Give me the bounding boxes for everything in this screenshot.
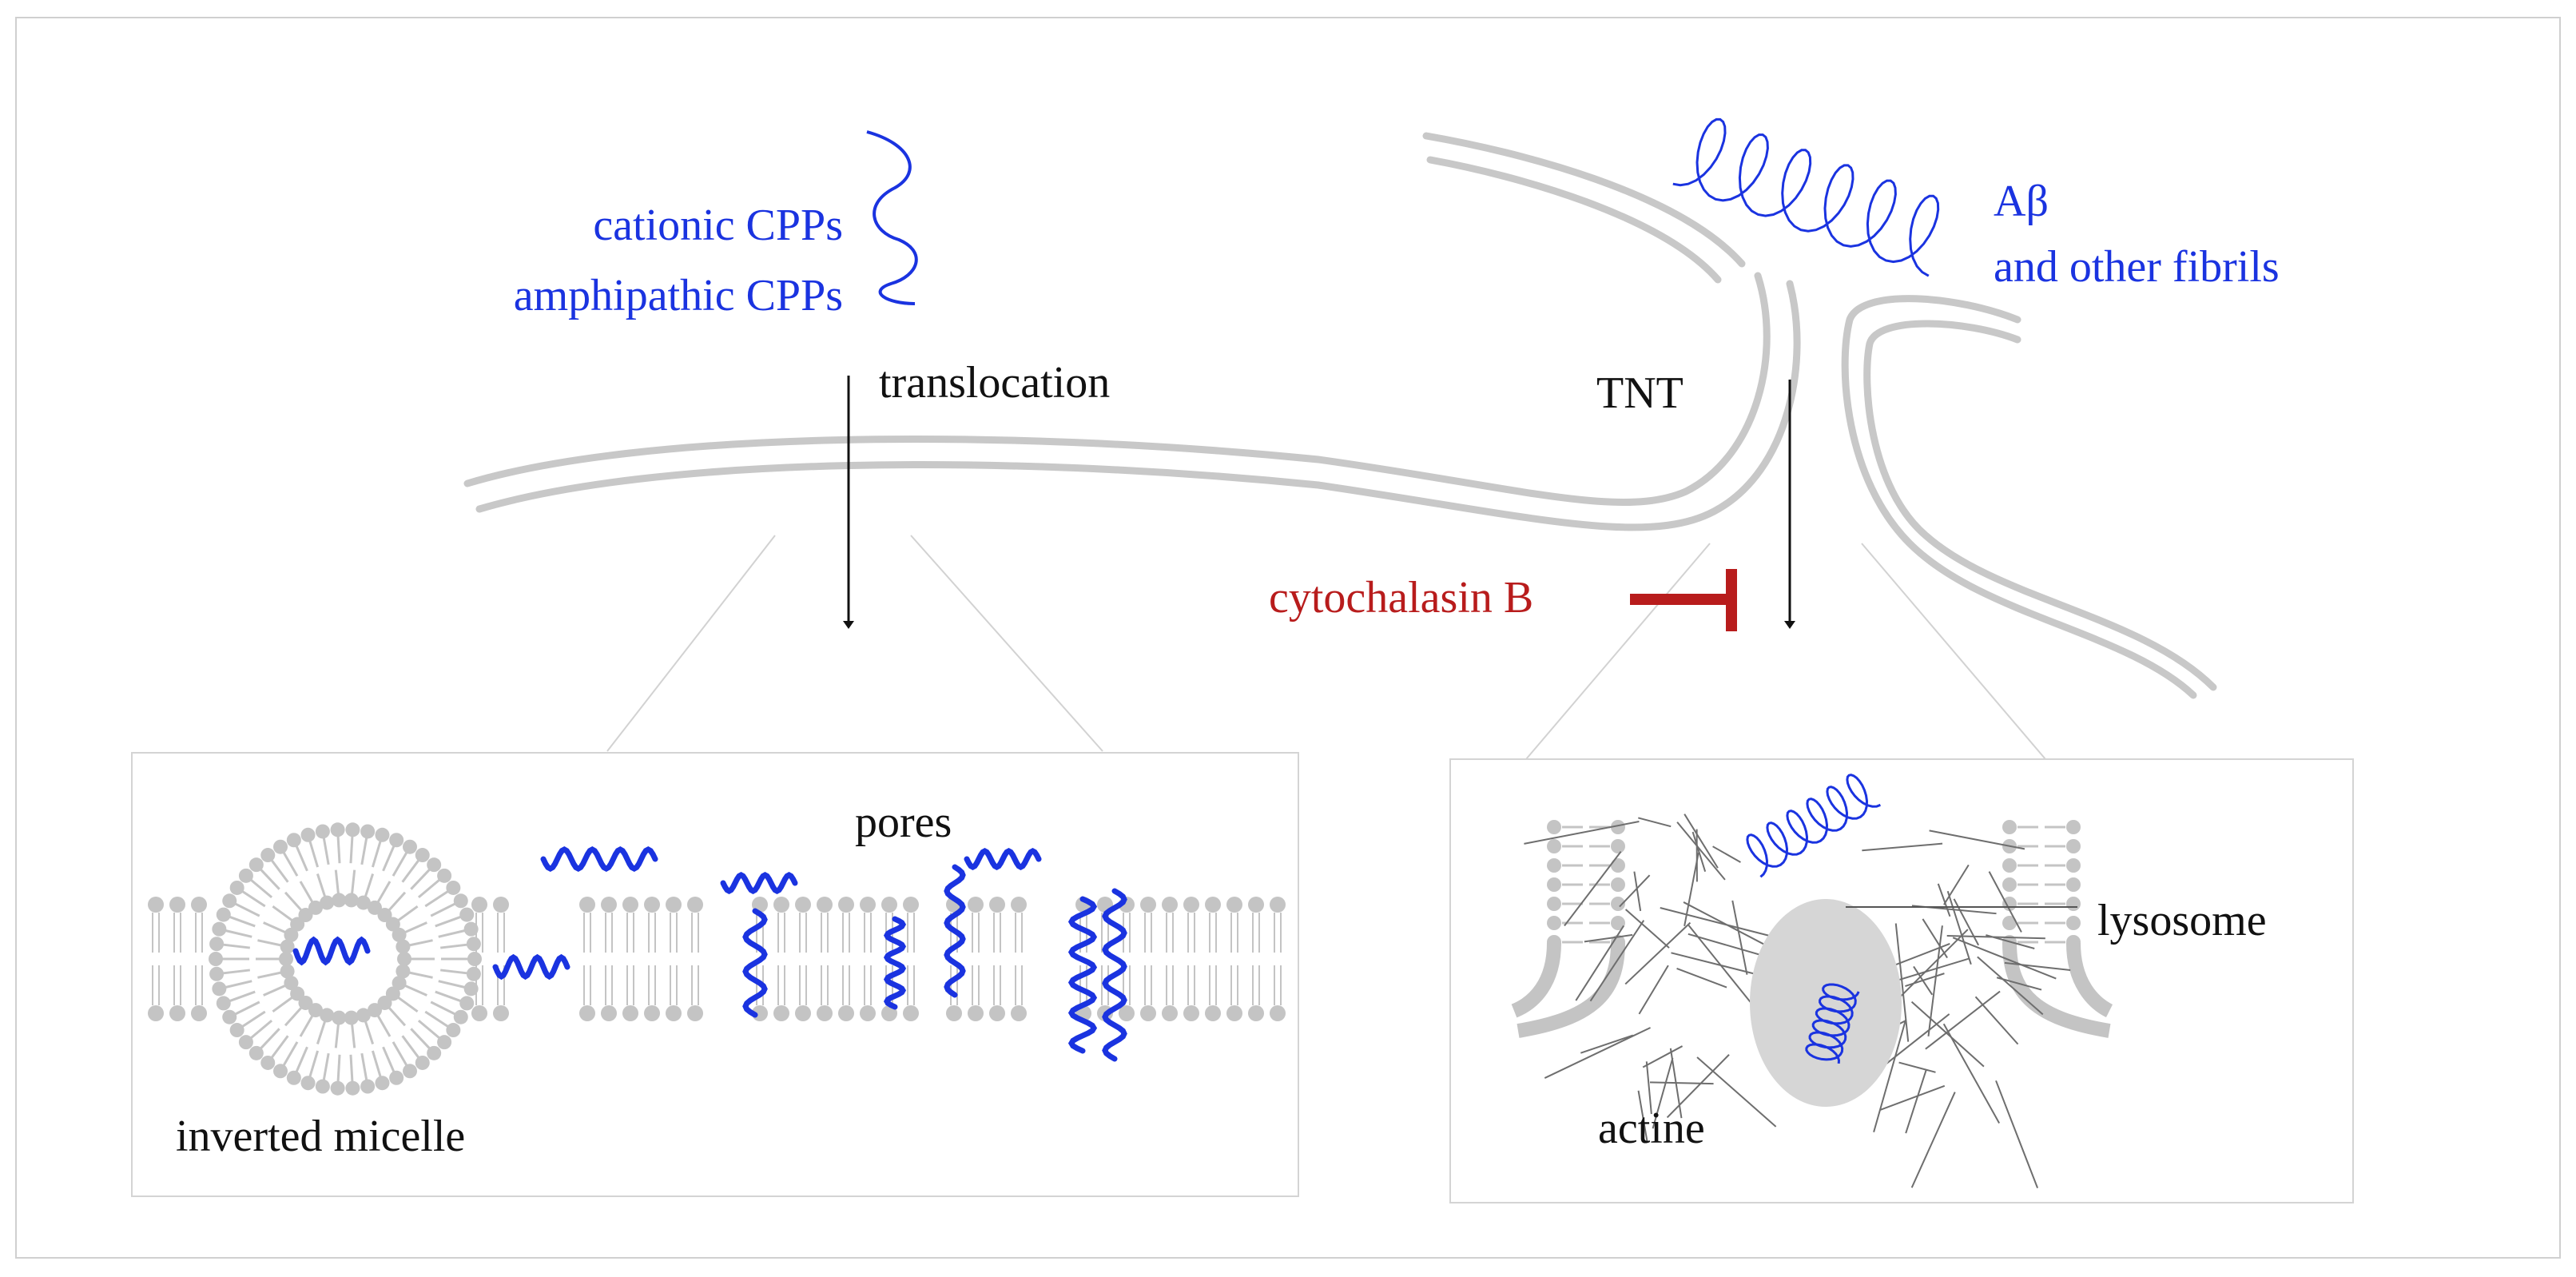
membrane-zoom-panel: pores inverted micelle xyxy=(132,753,1298,1196)
other-fibrils-label: and other fibrils xyxy=(1994,242,2280,292)
abeta-fibril-top xyxy=(1673,119,1938,276)
cationic-cpps-label: cationic CPPs xyxy=(593,201,843,250)
tnt-upper-membrane xyxy=(1426,136,1742,280)
lysosome xyxy=(1750,899,1902,1107)
tnt-label: TNT xyxy=(1596,368,1684,418)
actine-label: actine xyxy=(1598,1104,1705,1153)
cytochalasin-label: cytochalasin B xyxy=(1269,573,1533,623)
lysosome-label: lysosome xyxy=(2097,896,2267,945)
translocation-label: translocation xyxy=(879,358,1110,408)
abeta-label: Aβ xyxy=(1994,177,2049,226)
cpp-peptide xyxy=(867,132,916,304)
tnt-right-membrane xyxy=(1845,299,2213,695)
amphipathic-cpps-label: amphipathic CPPs xyxy=(514,271,843,320)
inverted-micelle-label: inverted micelle xyxy=(176,1112,465,1161)
zoom-guides xyxy=(607,535,2045,759)
pores-label: pores xyxy=(855,798,952,847)
tnt-zoom-panel: lysosome actine xyxy=(1450,759,2353,1203)
